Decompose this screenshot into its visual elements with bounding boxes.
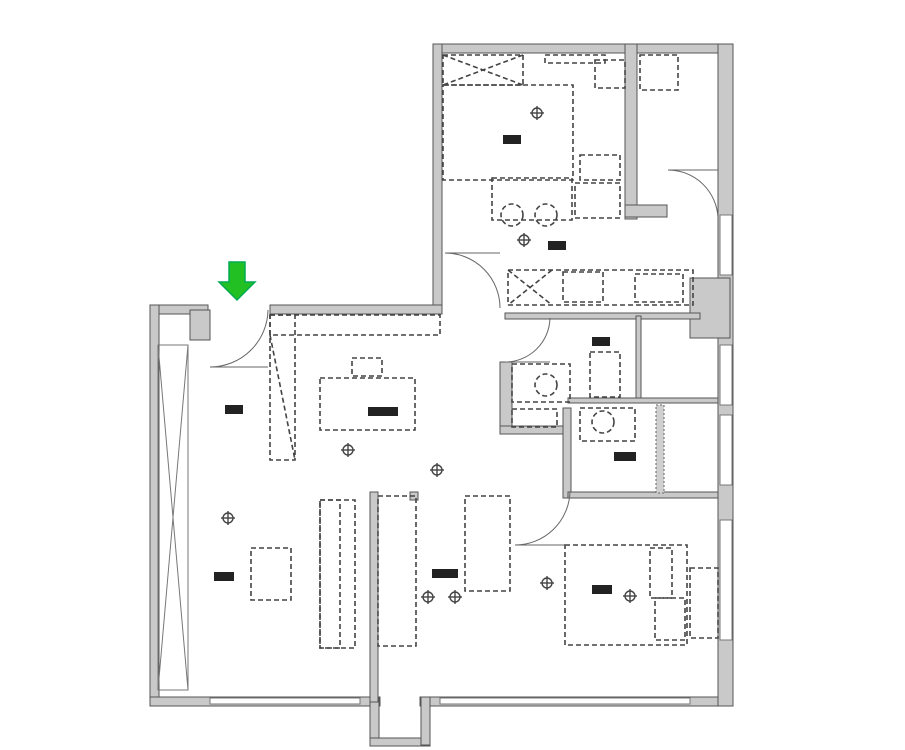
room-tag-wardrobe xyxy=(432,569,458,578)
laundry-hatch xyxy=(655,404,665,494)
room-tag-bath xyxy=(592,337,610,346)
room-tag-kitchen-top xyxy=(503,135,521,144)
room-tag-dining xyxy=(368,407,398,416)
furniture xyxy=(250,54,719,649)
interior-walls xyxy=(369,312,719,703)
room-tag-bedroom xyxy=(592,585,612,594)
room-tag-hall xyxy=(225,405,243,414)
door-swing-icon xyxy=(209,169,719,546)
room-tag-laundry xyxy=(614,452,636,461)
room-tags xyxy=(214,135,636,594)
light-fixture-icon xyxy=(221,106,637,604)
exterior-walls xyxy=(149,43,734,747)
room-tag-kitchen xyxy=(548,241,566,250)
room-tag-living xyxy=(214,572,234,581)
windows xyxy=(157,214,733,705)
entry-arrow-icon xyxy=(217,261,257,302)
